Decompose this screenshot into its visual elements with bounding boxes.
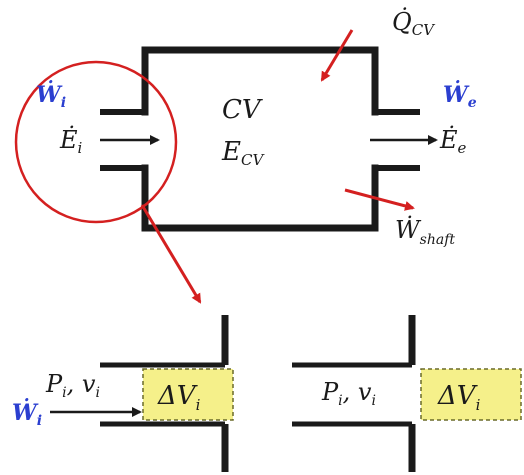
heat-arrow	[320, 29, 354, 82]
cv-energy-label: ECV	[221, 137, 265, 169]
shaft-work-arrow	[344, 188, 415, 211]
control-volume-box	[141, 46, 379, 232]
volume-element-right-label: ΔVi	[437, 381, 481, 414]
exit-duct	[375, 109, 420, 171]
exit-work-label: Ẇe	[443, 80, 477, 111]
zoom-leader-arrow	[140, 204, 202, 304]
volume-element-left	[142, 368, 234, 421]
control-volume-label: CV	[222, 95, 263, 125]
exit-energy-label: Ėe	[439, 125, 467, 157]
bottom-inlet-work-label: Ẇi	[12, 398, 42, 429]
inlet-energy-label: Ėi	[59, 125, 83, 157]
heat-rate-label: Q̇CV	[392, 8, 436, 39]
detail-left-duct	[100, 362, 225, 427]
inlet-zoom-circle	[14, 60, 178, 224]
detail-right-duct	[292, 362, 412, 427]
left-state-label: Pi, vi	[45, 370, 100, 401]
volume-element-left-label: ΔVi	[157, 381, 201, 414]
volume-element-right	[420, 368, 522, 421]
shaft-work-label: Ẇshaft	[395, 215, 455, 248]
inlet-duct	[100, 109, 145, 171]
inlet-work-label: Ẇi	[36, 80, 66, 111]
right-state-label: Pi, vi	[321, 378, 376, 409]
